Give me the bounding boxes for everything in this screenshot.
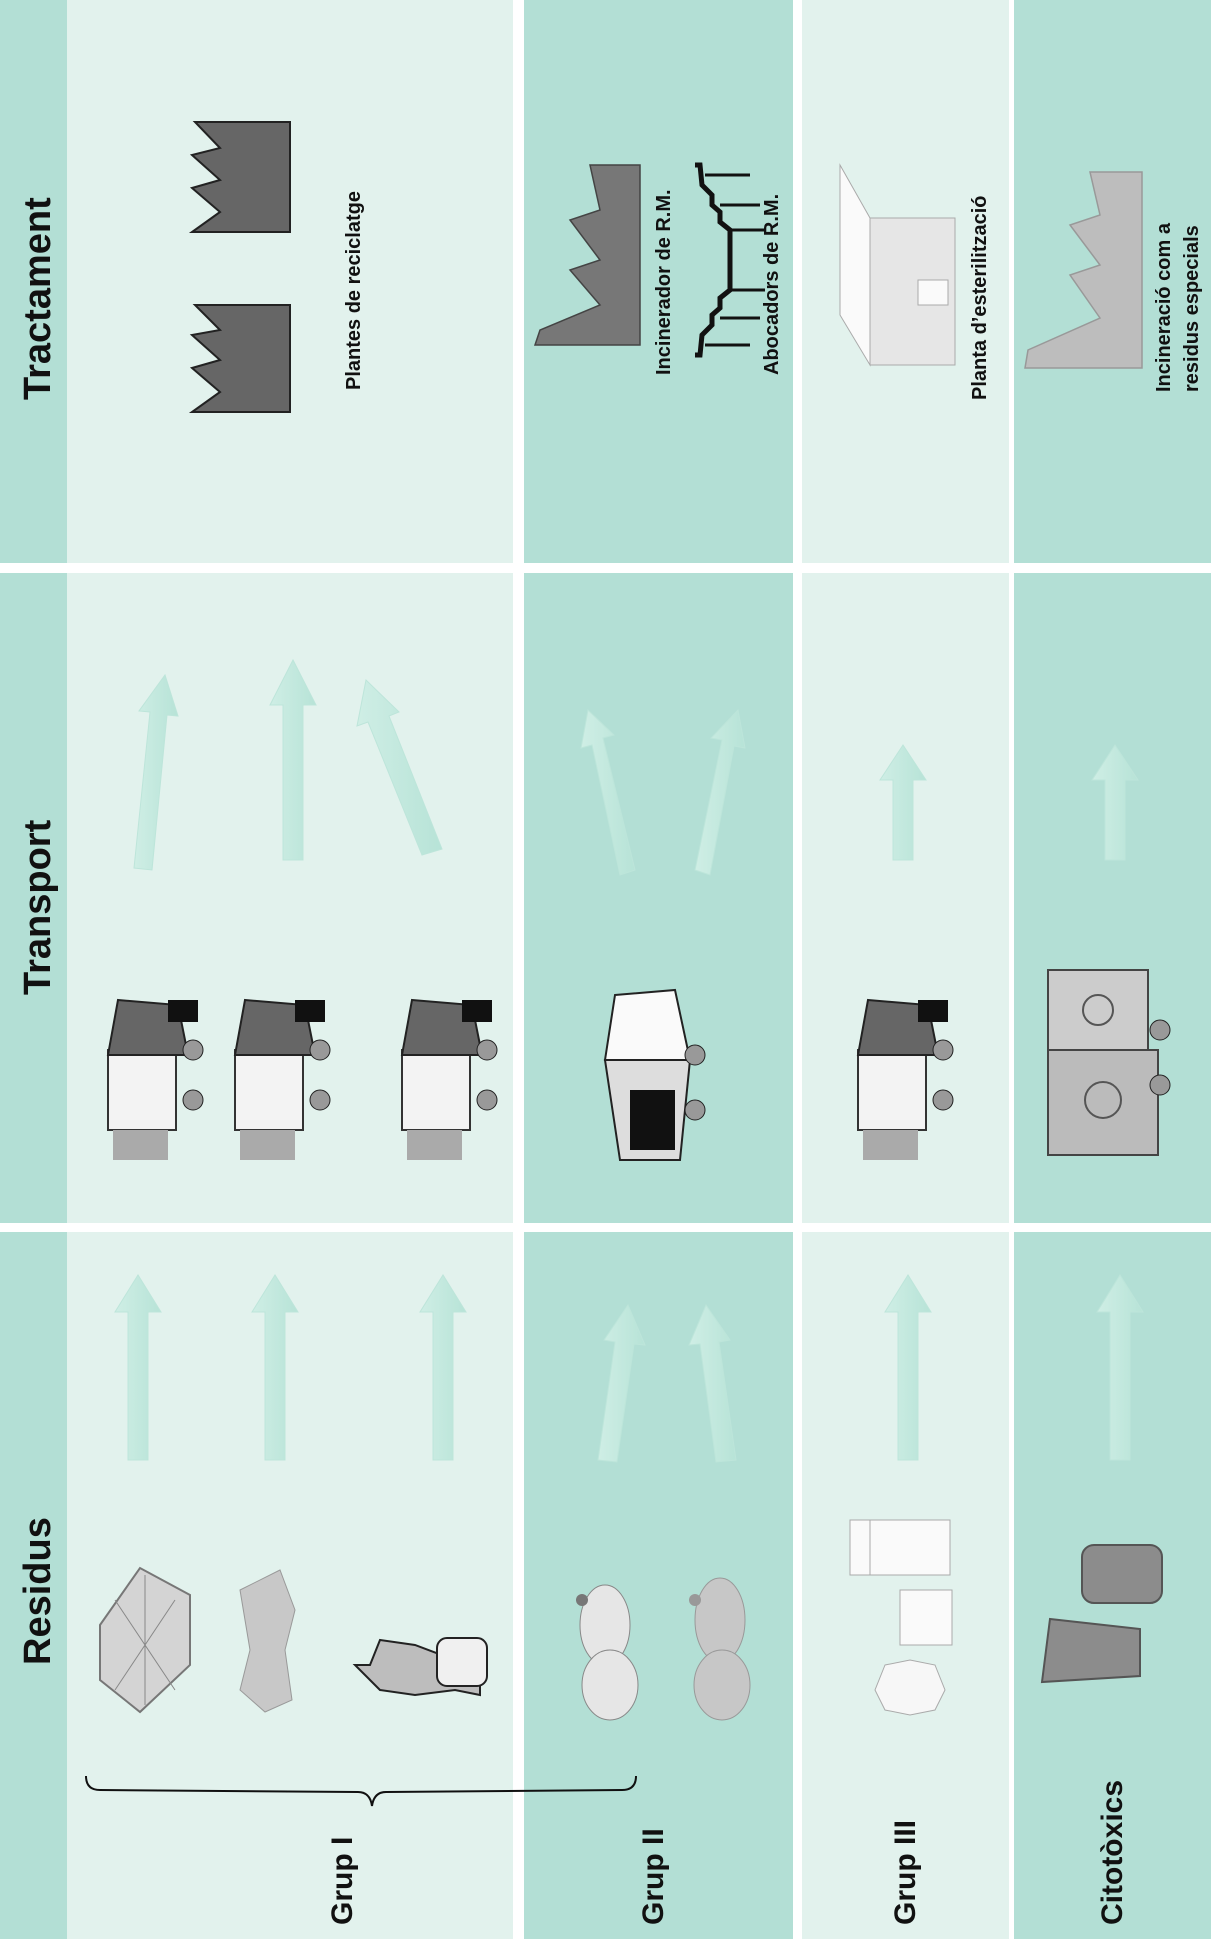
label-incineracio-line1: Incineració com a	[1153, 222, 1175, 392]
group-label-grup1: Grup I	[326, 1837, 359, 1925]
band-grup1	[67, 0, 513, 563]
label-incineracio-line2: residus especials	[1181, 225, 1203, 392]
column-transport	[0, 573, 1211, 1223]
label-esterilitzacio: Planta d’esterilització	[969, 195, 991, 400]
group-label-citotoxics: Citotòxics	[1096, 1780, 1129, 1925]
label-incinerador: Incinerador de R.M.	[653, 189, 675, 375]
group-label-grup2: Grup II	[637, 1828, 670, 1925]
waste-icon-organic-matter	[240, 1570, 295, 1712]
column-header-residus: Residus	[17, 1517, 59, 1665]
label-abocadors: Abocadors de R.M.	[761, 194, 783, 375]
column-header-tractament: Tractament	[17, 197, 59, 400]
group-label-grup3: Grup III	[889, 1820, 922, 1925]
column-header-transport: Transport	[17, 819, 59, 995]
label-plantes-reciclatge: Plantes de reciclatge	[343, 191, 365, 390]
